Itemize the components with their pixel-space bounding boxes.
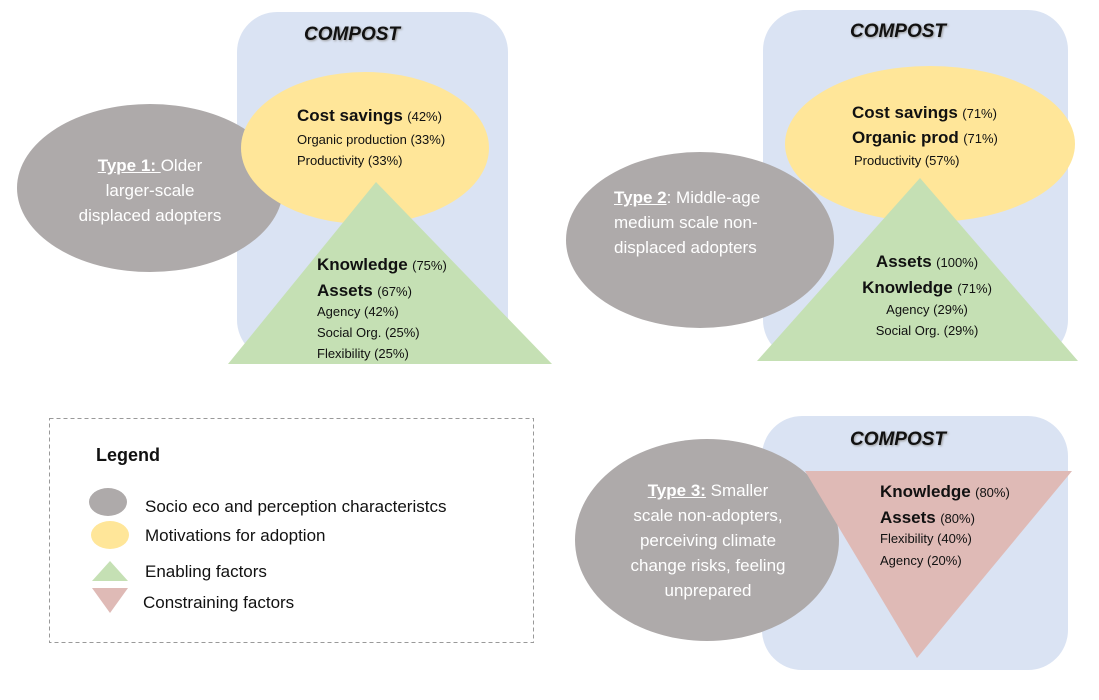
legend-socio-icon — [89, 488, 127, 516]
legend-enabling-icon — [92, 561, 128, 581]
type1-desc: Older — [160, 156, 203, 175]
type1-line3: displaced adopters — [78, 206, 222, 225]
constraining-triangle-3 — [805, 471, 1072, 658]
panel-2-title: COMPOST — [849, 21, 947, 42]
type2-line2: medium scale non- — [614, 213, 758, 232]
type1-line1: Type 1: Older — [98, 157, 203, 174]
socio-ellipse-2 — [566, 152, 834, 328]
legend-item-constraining: Constraining factors — [143, 593, 295, 612]
type2-line1: Type 2: Middle-age — [614, 189, 760, 206]
t2-enabling-2: Knowledge (71%) — [862, 278, 992, 297]
t3-constraining-4: Agency (20%) — [880, 553, 962, 568]
legend-motivation-icon — [91, 521, 129, 549]
panel-3-title: COMPOST — [849, 429, 947, 450]
enabling-triangle-1 — [228, 182, 552, 364]
type2-desc: : Middle-age — [666, 188, 761, 207]
t1-enabling-5: Flexibility (25%) — [317, 346, 409, 361]
type3-desc: Smaller — [705, 481, 769, 500]
socio-ellipse-1 — [17, 104, 283, 272]
t1-enabling-4: Social Org. (25%) — [317, 325, 420, 340]
t3-constraining-1: Knowledge (80%) — [880, 482, 1010, 501]
type3-line5: unprepared — [664, 581, 752, 600]
enabling-triangle-2 — [757, 178, 1078, 361]
type3-line1: Type 3: Smaller — [648, 482, 769, 499]
type3-label: Type 3: — [647, 481, 706, 500]
legend-item-socio: Socio eco and perception characteristcs — [145, 497, 447, 516]
t1-motivation-1: Cost savings (42%) — [297, 106, 442, 125]
t1-motivation-3: Productivity (33%) — [297, 153, 403, 168]
socio-ellipse-3 — [575, 439, 839, 641]
type3-line2: scale non-adopters, — [633, 506, 783, 525]
type3-line3: perceiving climate — [639, 531, 777, 550]
t1-enabling-2: Assets (67%) — [317, 281, 412, 300]
t2-motivation-2: Organic prod (71%) — [852, 128, 998, 147]
type2-label: Type 2 — [614, 188, 667, 207]
t1-enabling-1: Knowledge (75%) — [317, 255, 447, 274]
motivation-ellipse-1 — [241, 72, 489, 224]
panel-1-title: COMPOST — [303, 24, 401, 45]
type1-label: Type 1: — [97, 156, 161, 175]
t2-enabling-3: Agency (29%) — [886, 302, 968, 317]
legend-item-enabling: Enabling factors — [145, 562, 267, 581]
t3-constraining-3: Flexibility (40%) — [880, 531, 972, 546]
legend-box — [49, 418, 534, 643]
t3-constraining-2: Assets (80%) — [880, 508, 975, 527]
legend-title: Legend — [96, 445, 161, 465]
t2-enabling-4: Social Org. (29%) — [875, 323, 979, 338]
t2-motivation-3: Productivity (57%) — [854, 153, 960, 168]
legend-item-motivation: Motivations for adoption — [145, 526, 326, 545]
t2-motivation-1: Cost savings (71%) — [852, 103, 997, 122]
t1-motivation-2: Organic production (33%) — [297, 132, 446, 147]
type1-line2: larger-scale — [105, 181, 195, 200]
t2-enabling-1: Assets (100%) — [875, 252, 979, 271]
legend-constraining-icon — [92, 588, 128, 613]
type3-line4: change risks, feeling — [630, 556, 786, 575]
t1-enabling-3: Agency (42%) — [317, 304, 399, 319]
motivation-ellipse-2 — [785, 66, 1075, 222]
type2-line3: displaced adopters — [614, 238, 757, 257]
